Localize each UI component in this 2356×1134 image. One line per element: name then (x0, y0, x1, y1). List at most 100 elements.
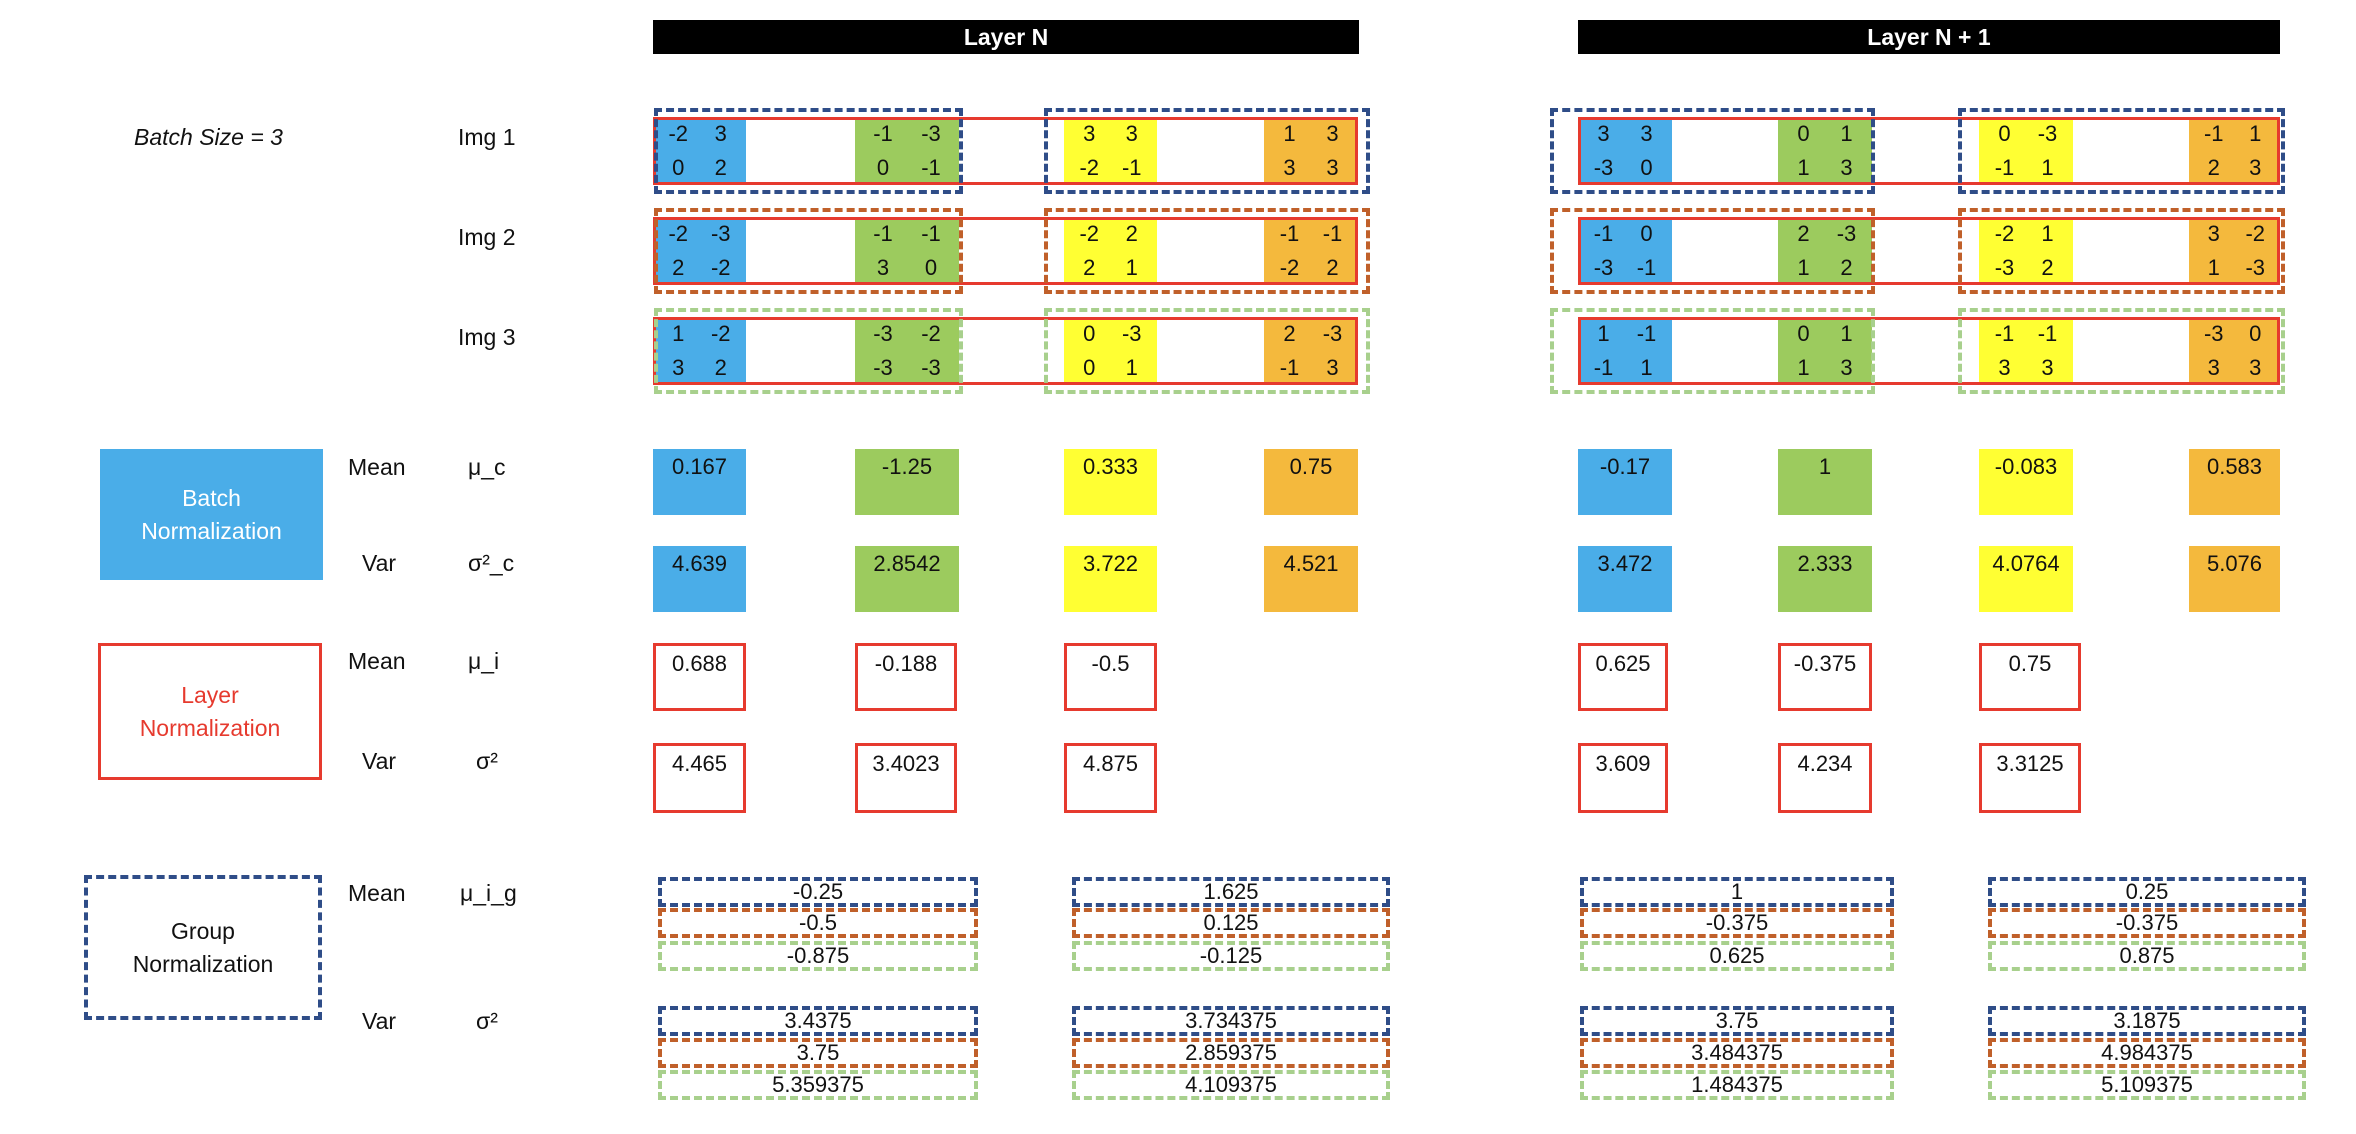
ln-var-value: 3.609 (1578, 743, 1668, 813)
cell-value: -2 (1994, 221, 2015, 246)
cell-value: -1 (1994, 155, 2015, 180)
cell-value: 0 (1797, 121, 1810, 146)
cell-value: -3 (921, 121, 941, 146)
ln-var-value: 3.4023 (855, 743, 957, 813)
ln-var-value: 4.234 (1778, 743, 1872, 813)
gn-var-value: 4.109375 (1072, 1070, 1390, 1100)
bn-var-label: Var (362, 550, 397, 576)
cell-value: -1 (1121, 155, 1142, 180)
cell-value: -1 (921, 221, 941, 246)
cell-value: 3 (1083, 121, 1096, 146)
cell-value: 2 (2207, 155, 2220, 180)
group-norm-outline (1550, 308, 1875, 394)
cell-value: 3 (2207, 355, 2220, 380)
gn-mean-label: Mean (348, 880, 406, 906)
cell-value: 1 (1125, 355, 1138, 380)
group-norm-outline (654, 308, 963, 394)
cell-value: 1 (1797, 255, 1810, 280)
cell-value: 2 (714, 355, 727, 380)
cell-value: 1 (2041, 221, 2054, 246)
ln-mean-value: -0.188 (855, 643, 957, 711)
bn-var-value: 4.0764 (1979, 546, 2073, 612)
cell-value: 0 (1998, 121, 2011, 146)
layer-normalization-box: Layer Normalization (98, 643, 322, 780)
cell-value: -3 (2037, 121, 2058, 146)
gn-mean-value: 1 (1580, 877, 1894, 907)
cell-value: 2 (714, 155, 727, 180)
cell-value: 3 (1597, 121, 1610, 146)
cell-value: -2 (1079, 221, 1100, 246)
cell-value: 2 (1125, 221, 1138, 246)
ln-mean-value: 0.625 (1578, 643, 1668, 711)
cell-value: 0 (2249, 321, 2262, 346)
cell-value: 3 (2249, 155, 2262, 180)
cell-value: 1 (1640, 355, 1653, 380)
gn-mean-value: -0.25 (658, 877, 978, 907)
group-norm-outline (1958, 208, 2285, 294)
cell-value: -1 (1322, 221, 1343, 246)
layer-n-header: Layer N (653, 20, 1359, 54)
gn-mean-value: -0.375 (1580, 908, 1894, 938)
cell-value: 0 (1083, 321, 1096, 346)
cell-value: -2 (710, 321, 731, 346)
cell-value: -1 (873, 121, 893, 146)
cell-value: -3 (710, 221, 731, 246)
cell-value: -3 (2203, 321, 2224, 346)
cell-value: -3 (873, 355, 893, 380)
gn-mean-value: -0.375 (1988, 908, 2306, 938)
cell-value: -3 (1836, 221, 1857, 246)
bn-var-value: 2.8542 (855, 546, 959, 612)
cell-value: 3 (1998, 355, 2011, 380)
cell-value: -3 (873, 321, 893, 346)
gn-var-value: 3.75 (1580, 1006, 1894, 1036)
gn-mean-value: 0.625 (1580, 941, 1894, 971)
group-norm-outline (1958, 308, 2285, 394)
cell-value: -2 (921, 321, 941, 346)
cell-value: 1 (1125, 255, 1138, 280)
img-2-label: Img 2 (458, 224, 516, 250)
bn-var-value: 3.472 (1578, 546, 1672, 612)
cell-value: 0 (672, 155, 685, 180)
cell-value: 2 (1326, 255, 1339, 280)
gn-mean-value: 0.875 (1988, 941, 2306, 971)
layer-norm-outline (1578, 217, 2280, 285)
gn-mean-value: -0.125 (1072, 941, 1390, 971)
cell-value: -1 (2203, 121, 2224, 146)
bn-var-symbol: σ²_c (468, 550, 515, 576)
cell-value: -3 (1322, 321, 1343, 346)
cell-value: 2 (2041, 255, 2054, 280)
cell-value: 3 (876, 255, 890, 280)
gn-mean-value: 0.25 (1988, 877, 2306, 907)
bn-mean-value: 0.75 (1264, 449, 1358, 515)
bn-mean-value: -0.083 (1979, 449, 2073, 515)
bn-var-value: 4.521 (1264, 546, 1358, 612)
ln-mean-value: -0.375 (1778, 643, 1872, 711)
cell-value: 3 (1326, 121, 1339, 146)
cell-value: 3 (714, 121, 727, 146)
img-3-label: Img 3 (458, 324, 516, 350)
cell-value: 0 (1640, 155, 1653, 180)
bn-mean-value: 0.333 (1064, 449, 1157, 515)
group-norm-outline (1044, 208, 1370, 294)
ln-var-value: 4.465 (653, 743, 746, 813)
cell-value: -2 (1279, 255, 1300, 280)
cell-value: -3 (2245, 255, 2266, 280)
layer-n1-header: Layer N + 1 (1578, 20, 2280, 54)
batch-normalization-box: Batch Normalization (100, 449, 323, 580)
cell-value: -1 (1593, 355, 1614, 380)
cell-value: 2 (1083, 255, 1096, 280)
gn-var-value: 3.4375 (658, 1006, 978, 1036)
cell-value: 3 (1326, 355, 1339, 380)
cell-value: 1 (2041, 155, 2054, 180)
cell-value: 3 (1283, 155, 1296, 180)
cell-value: 3 (1840, 155, 1853, 180)
